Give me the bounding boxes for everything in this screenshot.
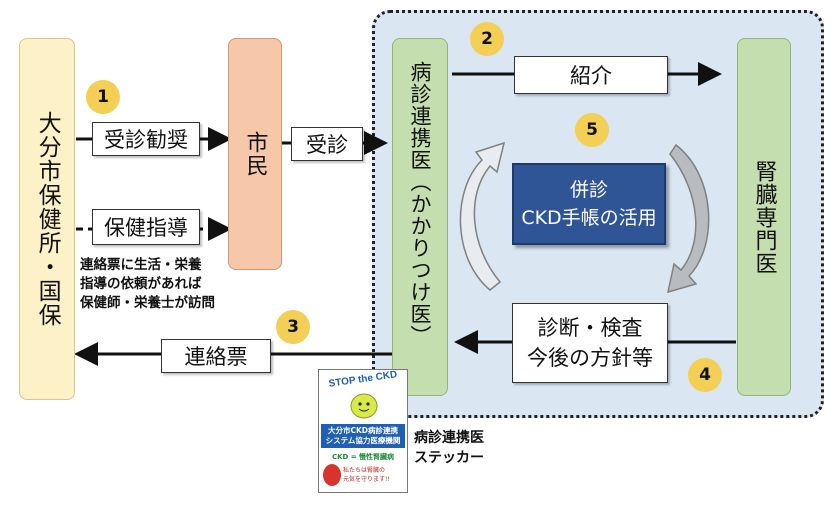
note-line-1: 連絡票に生活・栄養 — [80, 257, 202, 273]
cooperating-doctor-box: 病診連携医（かかりつけ医） — [392, 38, 448, 396]
step-5-badge: 5 — [575, 113, 609, 147]
sticker-line-1: 大分市CKD病診連携 — [327, 426, 399, 435]
cycle-arrow-right — [667, 143, 710, 294]
diagnosis-line-1: 診断・検査 — [537, 316, 643, 340]
recommend-label: 受診勧奨 — [92, 122, 200, 156]
citizen-label: 市民 — [242, 131, 268, 177]
sticker-slogan: 私たちは腎臓の 元気を守ります!! — [343, 466, 407, 484]
sticker-caption-line-1: 病診連携医 — [414, 430, 484, 446]
diagnosis-line-2: 今後の方針等 — [527, 346, 653, 370]
sticker-line-4: 私たちは腎臓の — [343, 467, 386, 474]
ckd-sticker: STOP the CKD 大分市CKD病診連携 システム協力医療機関 CKD =… — [318, 369, 408, 493]
joint-care-line-2: CKD手帳の活用 — [521, 207, 657, 229]
sticker-line-2: システム協力医療機関 — [325, 436, 401, 445]
sticker-caption-line-2: ステッカー — [414, 450, 484, 466]
referral-label: 紹介 — [514, 56, 668, 94]
mascot-icon — [350, 393, 378, 419]
health-guidance-label: 保健指導 — [92, 209, 200, 245]
visit-label: 受診 — [291, 127, 363, 161]
kidney-specialist-label: 腎臓専門医 — [751, 159, 777, 275]
step-4-badge: 4 — [688, 358, 722, 392]
sticker-line-3: CKD = 慢性腎臓病 — [331, 453, 395, 461]
note-line-2: 指導の依頼があれば — [80, 276, 202, 292]
sticker-caption: 病診連携医 ステッカー — [414, 428, 534, 468]
contact-form-label: 連絡票 — [161, 339, 271, 373]
cooperating-doctor-label: 病診連携医（かかりつけ医） — [408, 61, 433, 347]
citizen-box: 市民 — [228, 38, 282, 270]
step-1-badge: 1 — [86, 80, 120, 114]
sticker-banner: 大分市CKD病診連携 システム協力医療機関 — [321, 424, 405, 448]
joint-care-box: 併診 CKD手帳の活用 — [512, 163, 666, 245]
health-center-label: 大分市保健所・国保 — [34, 111, 61, 327]
note-line-3: 保健師・栄養士が訪問 — [80, 295, 215, 311]
kidney-icon — [323, 464, 341, 486]
step-3-badge: 3 — [276, 310, 310, 344]
diagnosis-label: 診断・検査 今後の方針等 — [512, 303, 668, 383]
health-center-box: 大分市保健所・国保 — [19, 38, 75, 400]
kidney-specialist-box: 腎臓専門医 — [737, 38, 791, 396]
joint-care-line-1: 併診 — [569, 179, 608, 201]
sticker-title: STOP the CKD — [328, 369, 398, 390]
sticker-line-5: 元気を守ります!! — [343, 476, 390, 483]
cycle-arrow-left — [459, 141, 506, 291]
step-2-badge: 2 — [470, 22, 504, 56]
visit-note: 連絡票に生活・栄養 指導の依頼があれば 保健師・栄養士が訪問 — [80, 256, 260, 313]
